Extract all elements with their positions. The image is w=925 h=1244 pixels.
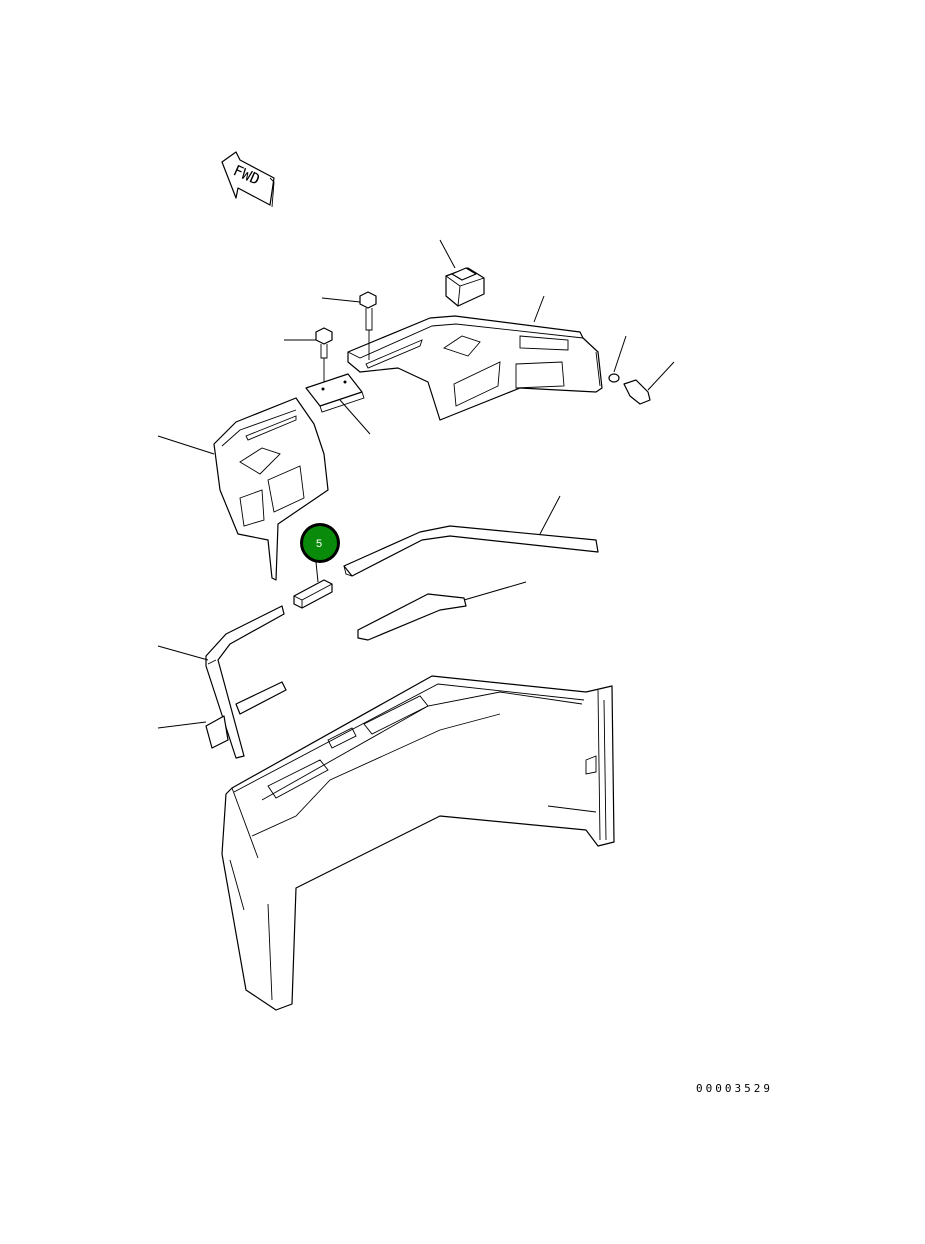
right-upper-cover-part — [347, 295, 603, 421]
left-upper-cover-part — [157, 397, 329, 581]
cap-part — [439, 239, 485, 307]
small-bracket-part — [157, 715, 229, 749]
cab-frame-part — [221, 675, 615, 1011]
fwd-arrow-icon: FWD — [221, 151, 275, 208]
callout-badge — [303, 526, 337, 560]
wedge-bar-part — [357, 581, 527, 641]
callout-5[interactable]: 5 — [300, 523, 340, 563]
small-block-part — [293, 561, 333, 609]
left-bent-rail-part — [157, 605, 285, 759]
washer-part — [608, 335, 627, 383]
bolt-part — [623, 361, 675, 405]
callout-number: 5 — [316, 538, 322, 550]
bolt-part — [321, 291, 377, 360]
bolt-part — [284, 327, 333, 386]
drawing-number: 00003529 — [696, 1082, 773, 1095]
right-bent-rail-part — [343, 495, 599, 577]
bracket-plate-part — [305, 373, 371, 435]
short-bar-part — [235, 681, 287, 715]
